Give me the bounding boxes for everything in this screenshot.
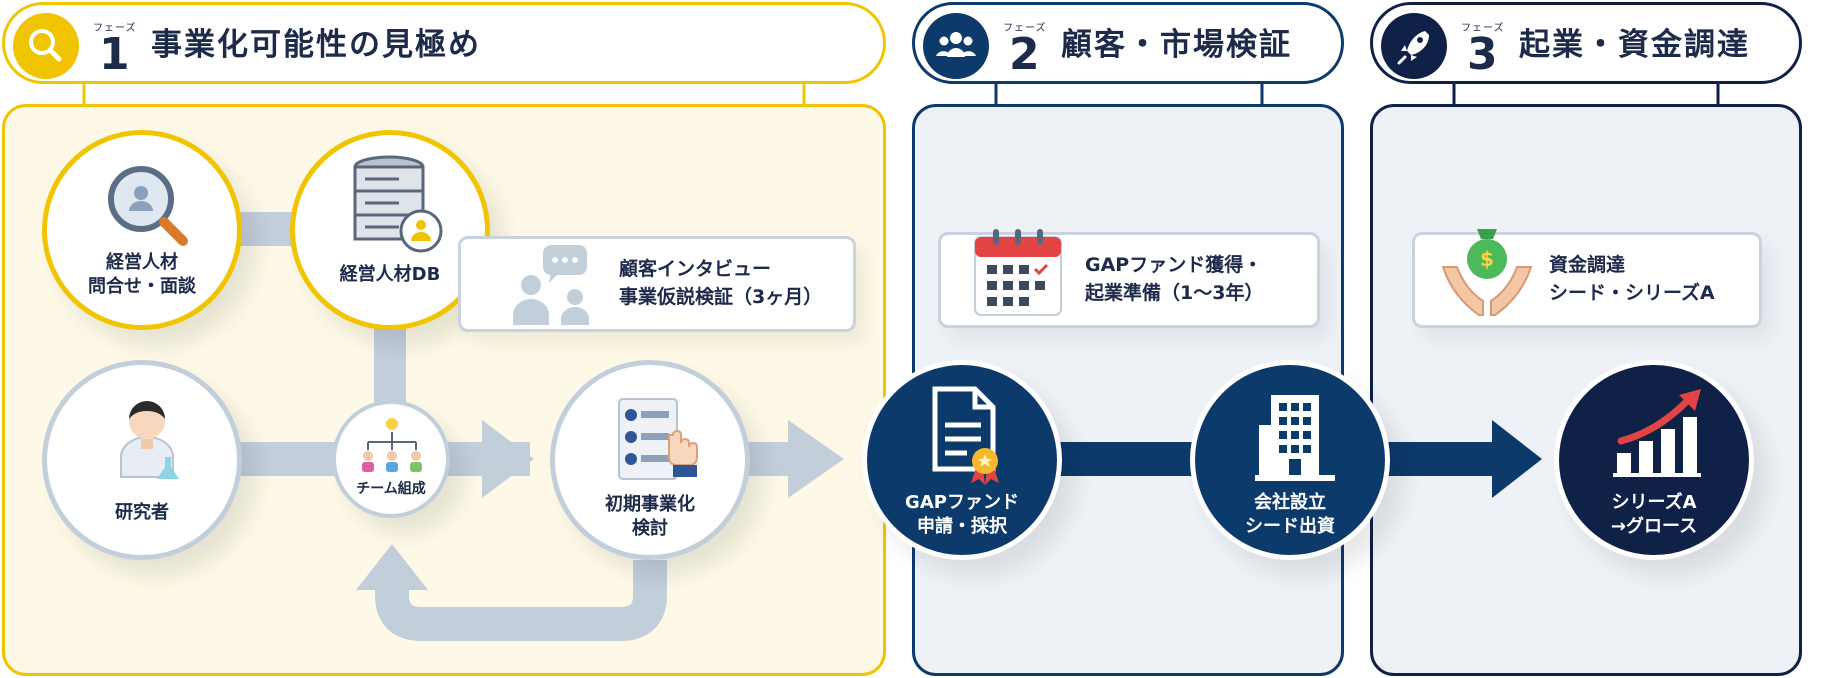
document-award-icon — [932, 386, 999, 485]
team-icon — [362, 418, 422, 472]
card-text: 資金調達 シード・シリーズA — [1549, 254, 1715, 304]
magnifier-icon — [29, 29, 62, 62]
researcher-icon — [120, 401, 179, 479]
node-label: 経営人材DB — [339, 264, 441, 285]
interview-icon — [513, 245, 589, 325]
initial-study-node: 初期事業化 検討 — [550, 360, 750, 560]
phase-1-header: フェーズ 1 事業化可能性の見極め — [2, 2, 886, 84]
phase-1-badge — [13, 13, 79, 79]
people-icon — [936, 32, 976, 57]
funding-card: $ 資金調達 シード・シリーズA — [1412, 229, 1762, 328]
gap-apply-node: GAPファンド 申請・採択 — [862, 360, 1062, 560]
node-label: 初期事業化 検討 — [605, 494, 695, 539]
growth-chart-icon — [1613, 389, 1701, 477]
phase-title: 顧客・市場検証 — [1061, 27, 1292, 63]
calendar-icon — [974, 229, 1062, 316]
team-node: チーム組成 — [332, 400, 450, 518]
phase-number: 2 — [1009, 29, 1040, 80]
phase-2-header: フェーズ 2 顧客・市場検証 — [912, 2, 1344, 84]
node-label: 経営人材 問合せ・面談 — [88, 252, 196, 297]
researcher-node: 研究者 — [42, 360, 242, 560]
svg-text:$: $ — [1480, 247, 1494, 271]
database-icon — [353, 155, 443, 253]
node-label: チーム組成 — [356, 481, 426, 497]
node-label: 会社設立 シード出資 — [1245, 492, 1335, 537]
gap-fund-card: GAPファンド獲得・ 起業準備（1〜3年） — [938, 229, 1320, 328]
phase-3-header: フェーズ 3 起業・資金調達 — [1370, 2, 1802, 84]
growth-node: シリーズA →グロース — [1554, 360, 1754, 560]
phase-2-badge — [923, 13, 989, 79]
company-node: 会社設立 シード出資 — [1190, 360, 1390, 560]
card-text: GAPファンド獲得・ 起業準備（1〜3年） — [1085, 254, 1264, 304]
phase-label: フェーズ — [1461, 23, 1505, 34]
phase-label: フェーズ — [93, 23, 137, 34]
money-bag-hands-icon: $ — [1441, 229, 1533, 316]
checklist-hand-icon — [618, 398, 698, 480]
magnifier-person-icon — [108, 166, 188, 246]
rocket-icon — [1397, 31, 1429, 65]
phase-title: 起業・資金調達 — [1519, 27, 1750, 63]
building-icon — [1255, 395, 1335, 481]
node-label: 研究者 — [115, 502, 169, 523]
phase-title: 事業化可能性の見極め — [151, 27, 481, 63]
card-text: 顧客インタビュー 事業仮説検証（3ヶ月） — [619, 258, 823, 308]
phase-3-badge — [1381, 13, 1447, 79]
phase-number: 1 — [99, 29, 130, 80]
phase-number: 3 — [1467, 29, 1498, 80]
customer-interview-card: 顧客インタビュー 事業仮説検証（3ヶ月） — [458, 236, 856, 332]
management-inquiry-node: 経営人材 問合せ・面談 — [42, 130, 242, 330]
node-label: シリーズA →グロース — [1610, 492, 1698, 537]
management-db-node: 経営人材DB — [290, 130, 490, 330]
node-label: GAPファンド 申請・採択 — [905, 492, 1019, 537]
phase-label: フェーズ — [1003, 23, 1047, 34]
